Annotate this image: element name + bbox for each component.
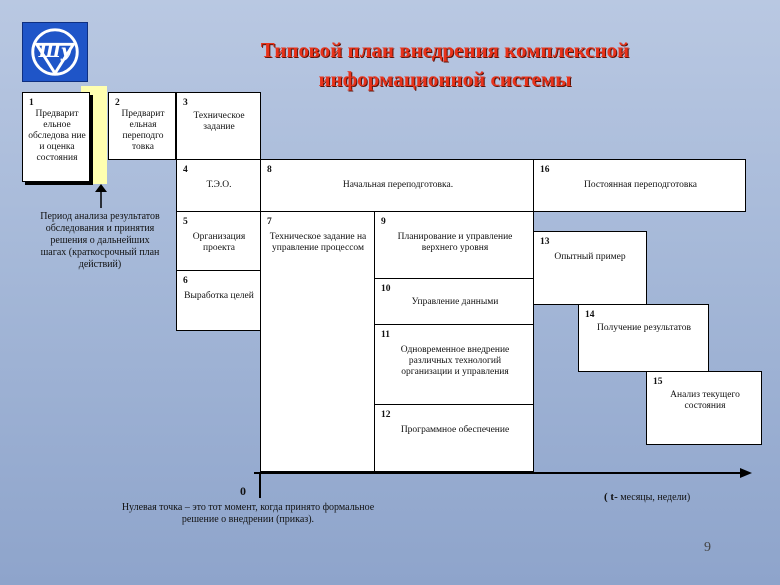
step-label: Постоянная переподготовка: [583, 180, 698, 190]
step-number: 1: [29, 98, 34, 108]
step-label: Одновременное внедрение различных технол…: [400, 345, 510, 377]
step-label: Планирование и управление верхнего уровн…: [397, 232, 513, 253]
step-number: 12: [381, 410, 391, 420]
time-axis-units: месяцы, недели): [617, 492, 691, 503]
title-line-1: Типовой план внедрения комплексной: [260, 38, 630, 62]
analysis-period-note: Период анализа результатов обследования …: [40, 211, 160, 270]
step-label: Выработка целей: [184, 291, 254, 301]
step-number: 4: [183, 165, 188, 175]
step-label: Анализ текущего состояния: [670, 390, 740, 411]
step-label: Техническое задание на управление процес…: [269, 232, 367, 253]
step-number: 2: [115, 98, 120, 108]
title-line-2: информационной системы: [318, 67, 572, 91]
time-axis-label: ( t- месяцы, недели): [604, 491, 754, 504]
step-number: 3: [183, 98, 188, 108]
step-label: Программное обеспечение: [400, 425, 510, 435]
plan-step-1: 1 Предварит ельное обследова ние и оценк…: [22, 92, 90, 182]
plan-step-14: 14 Получение результатов: [578, 304, 709, 372]
zero-point-note: Нулевая точка – это тот момент, когда пр…: [121, 502, 375, 525]
step-number: 9: [381, 217, 386, 227]
step-number: 8: [267, 165, 272, 175]
plan-step-9: 9 Планирование и управление верхнего уро…: [374, 211, 534, 279]
step-number: 11: [381, 330, 390, 340]
step-label: Техническое задание: [193, 111, 245, 132]
up-arrow-icon: [95, 184, 107, 208]
step-number: 6: [183, 276, 188, 286]
page-number: 9: [704, 540, 711, 555]
step-number: 15: [653, 377, 663, 387]
svg-text:Шу: Шу: [38, 42, 73, 62]
zero-vertical-line: [259, 472, 261, 498]
plan-step-10: 10 Управление данными: [374, 278, 534, 325]
plan-step-11: 11 Одновременное внедрение различных тех…: [374, 324, 534, 405]
step-number: 10: [381, 284, 391, 294]
plan-step-7: 7 Техническое задание на управление проц…: [260, 211, 375, 472]
plan-step-8: 8 Начальная переподготовка.: [260, 159, 534, 212]
plan-step-13: 13 Опытный пример: [533, 231, 647, 305]
plan-step-16: 16 Постоянная переподготовка: [533, 159, 746, 212]
zero-label: 0: [240, 484, 246, 498]
time-axis-prefix: ( t-: [604, 491, 618, 503]
step-number: 13: [540, 237, 550, 247]
plan-step-15: 15 Анализ текущего состояния: [646, 371, 762, 445]
step-label: Предварит ельная переподго товка: [121, 109, 165, 152]
step-label: Получение результатов: [597, 323, 691, 333]
plan-step-5: 5 Организация проекта: [176, 211, 261, 271]
step-label: Т.Э.О.: [206, 180, 232, 190]
step-label: Опытный пример: [554, 252, 626, 262]
step-number: 5: [183, 217, 188, 227]
step-number: 7: [267, 217, 272, 227]
step-number: 14: [585, 310, 595, 320]
step-label: Начальная переподготовка.: [342, 180, 454, 190]
university-logo-icon: Шу: [22, 22, 88, 82]
plan-step-6: 6 Выработка целей: [176, 270, 261, 331]
step-label: Организация проекта: [192, 232, 246, 253]
step-label: Управление данными: [411, 297, 499, 307]
plan-step-3: 3 Техническое задание: [176, 92, 261, 160]
plan-step-2: 2 Предварит ельная переподго товка: [108, 92, 176, 160]
time-axis-arrow: [254, 468, 752, 478]
plan-step-12: 12 Программное обеспечение: [374, 404, 534, 472]
slide-title: Типовой план внедрения комплексной инфор…: [175, 36, 715, 94]
step-number: 16: [540, 165, 550, 175]
step-label: Предварит ельное обследова ние и оценка …: [28, 109, 86, 163]
plan-step-4: 4 Т.Э.О.: [176, 159, 261, 212]
